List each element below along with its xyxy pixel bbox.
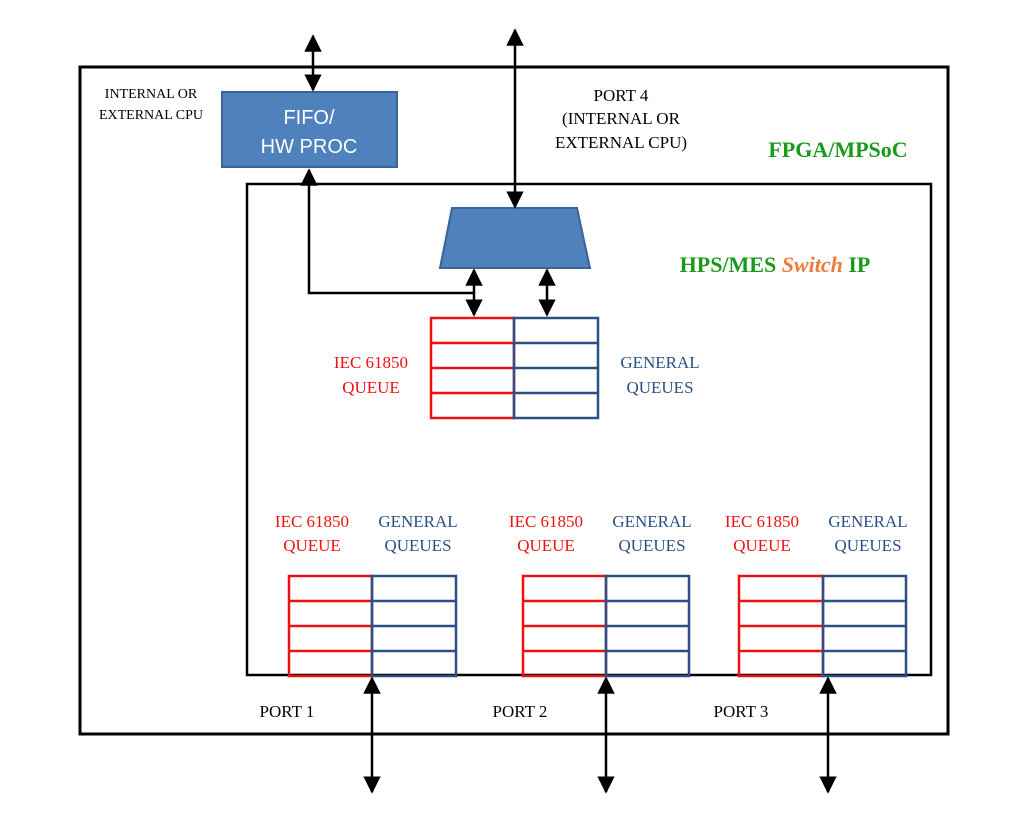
fpga-title: FPGA/MPSoC	[768, 137, 907, 162]
port1-general-label-line2: QUEUES	[384, 536, 451, 555]
port3-general-label-line1: GENERAL	[828, 512, 907, 531]
port1-general-label-line1: GENERAL	[378, 512, 457, 531]
port1-label: PORT 1	[260, 702, 315, 721]
port1-queue-grid	[287, 574, 458, 678]
fifo-label-line2: HW PROC	[261, 136, 358, 158]
port4-label-line3: EXTERNAL CPU)	[555, 133, 687, 152]
port2-queue-grid	[521, 574, 691, 678]
switch-title-part2: Switch	[782, 252, 843, 277]
fifo-hw-proc-block: FIFO/ HW PROC	[221, 91, 398, 168]
central-general-label-line2: QUEUES	[626, 378, 693, 397]
central-queue-grid	[429, 316, 600, 420]
port1-iec-label-line1: IEC 61850	[275, 512, 349, 531]
port4-label-line2: (INTERNAL OR	[562, 109, 681, 128]
port2-iec-label-line2: QUEUE	[517, 536, 575, 555]
cpu-corner-label-line1: INTERNAL OR	[105, 87, 198, 102]
port3-iec-label-line1: IEC 61850	[725, 512, 799, 531]
cpu-corner-label-line2: EXTERNAL CPU	[99, 108, 203, 123]
port2-general-label-line1: GENERAL	[612, 512, 691, 531]
port4-label-line1: PORT 4	[594, 86, 649, 105]
central-iec-label-line2: QUEUE	[342, 378, 400, 397]
port2-label: PORT 2	[493, 702, 548, 721]
switch-title-part1: HPS/MES	[680, 252, 782, 277]
switch-multiplexer	[438, 207, 592, 269]
port3-queue-grid	[737, 574, 908, 678]
fifo-to-queue-path	[300, 168, 474, 295]
port3-iec-label-line2: QUEUE	[733, 536, 791, 555]
port2-general-label-line2: QUEUES	[618, 536, 685, 555]
port3-general-label-line2: QUEUES	[834, 536, 901, 555]
central-iec-label-line1: IEC 61850	[334, 353, 408, 372]
port3-label: PORT 3	[714, 702, 769, 721]
fifo-label-line1: FIFO/	[283, 107, 335, 129]
central-general-label-line1: GENERAL	[620, 353, 699, 372]
port1-iec-label-line2: QUEUE	[283, 536, 341, 555]
switch-title-part3: IP	[843, 252, 871, 277]
port2-iec-label-line1: IEC 61850	[509, 512, 583, 531]
switch-ip-title: HPS/MES Switch IP	[680, 252, 871, 277]
